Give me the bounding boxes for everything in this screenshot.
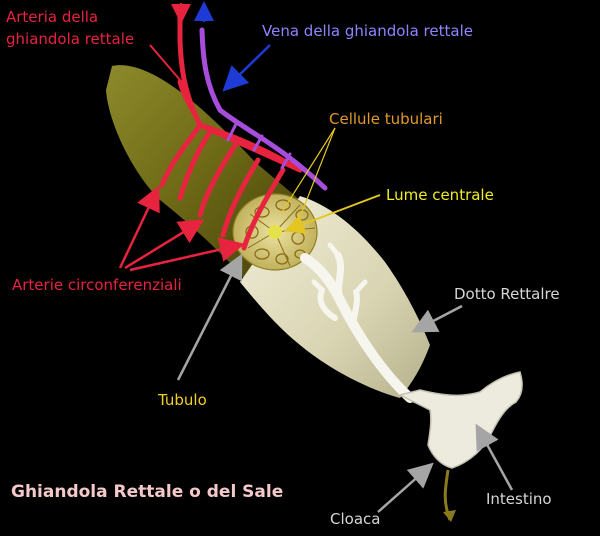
rectal-gland-artery xyxy=(177,7,303,173)
duct-arrow xyxy=(411,304,463,333)
cloaca-arrow-tip xyxy=(443,510,456,522)
label-circumferential-arteries: Arterie circonferenziali xyxy=(12,276,182,294)
label-rectal-duct: Dotto Rettalre xyxy=(454,285,560,303)
central-lumen xyxy=(268,225,282,239)
label-central-lumen: Lume centrale xyxy=(386,186,494,204)
circ-arrow-2 xyxy=(124,219,205,270)
rectal-duct xyxy=(397,371,523,469)
label-artery-line2: ghiandola rettale xyxy=(6,30,135,48)
circ-arrow-3 xyxy=(129,237,245,272)
vein-branches xyxy=(226,122,292,170)
circ-arrow-1 xyxy=(118,185,160,269)
tubule-arrow xyxy=(176,253,243,381)
label-vein: Vena della ghiandola rettale xyxy=(262,22,473,40)
cells-arrow-2 xyxy=(297,127,336,223)
intestine-arrow xyxy=(475,423,514,491)
cells-arrow-1 xyxy=(281,127,336,213)
diagram-title: Ghiandola Rettale o del Sale xyxy=(11,482,284,502)
artery-label-arrow xyxy=(149,44,181,81)
lumen-arrow xyxy=(284,194,381,234)
label-tubule: Tubulo xyxy=(158,391,207,409)
label-tubular-cells: Cellule tubulari xyxy=(329,110,443,128)
circumferential-arteries xyxy=(159,79,303,251)
label-cloaca: Cloaca xyxy=(330,510,381,528)
vein-label-arrow xyxy=(222,44,271,92)
label-artery-line1: Arteria della xyxy=(6,8,99,26)
cloaca-arrow xyxy=(377,462,434,513)
rectal-gland-vein xyxy=(199,27,328,191)
branching-duct xyxy=(300,242,415,403)
label-intestine: Intestino xyxy=(486,490,552,508)
